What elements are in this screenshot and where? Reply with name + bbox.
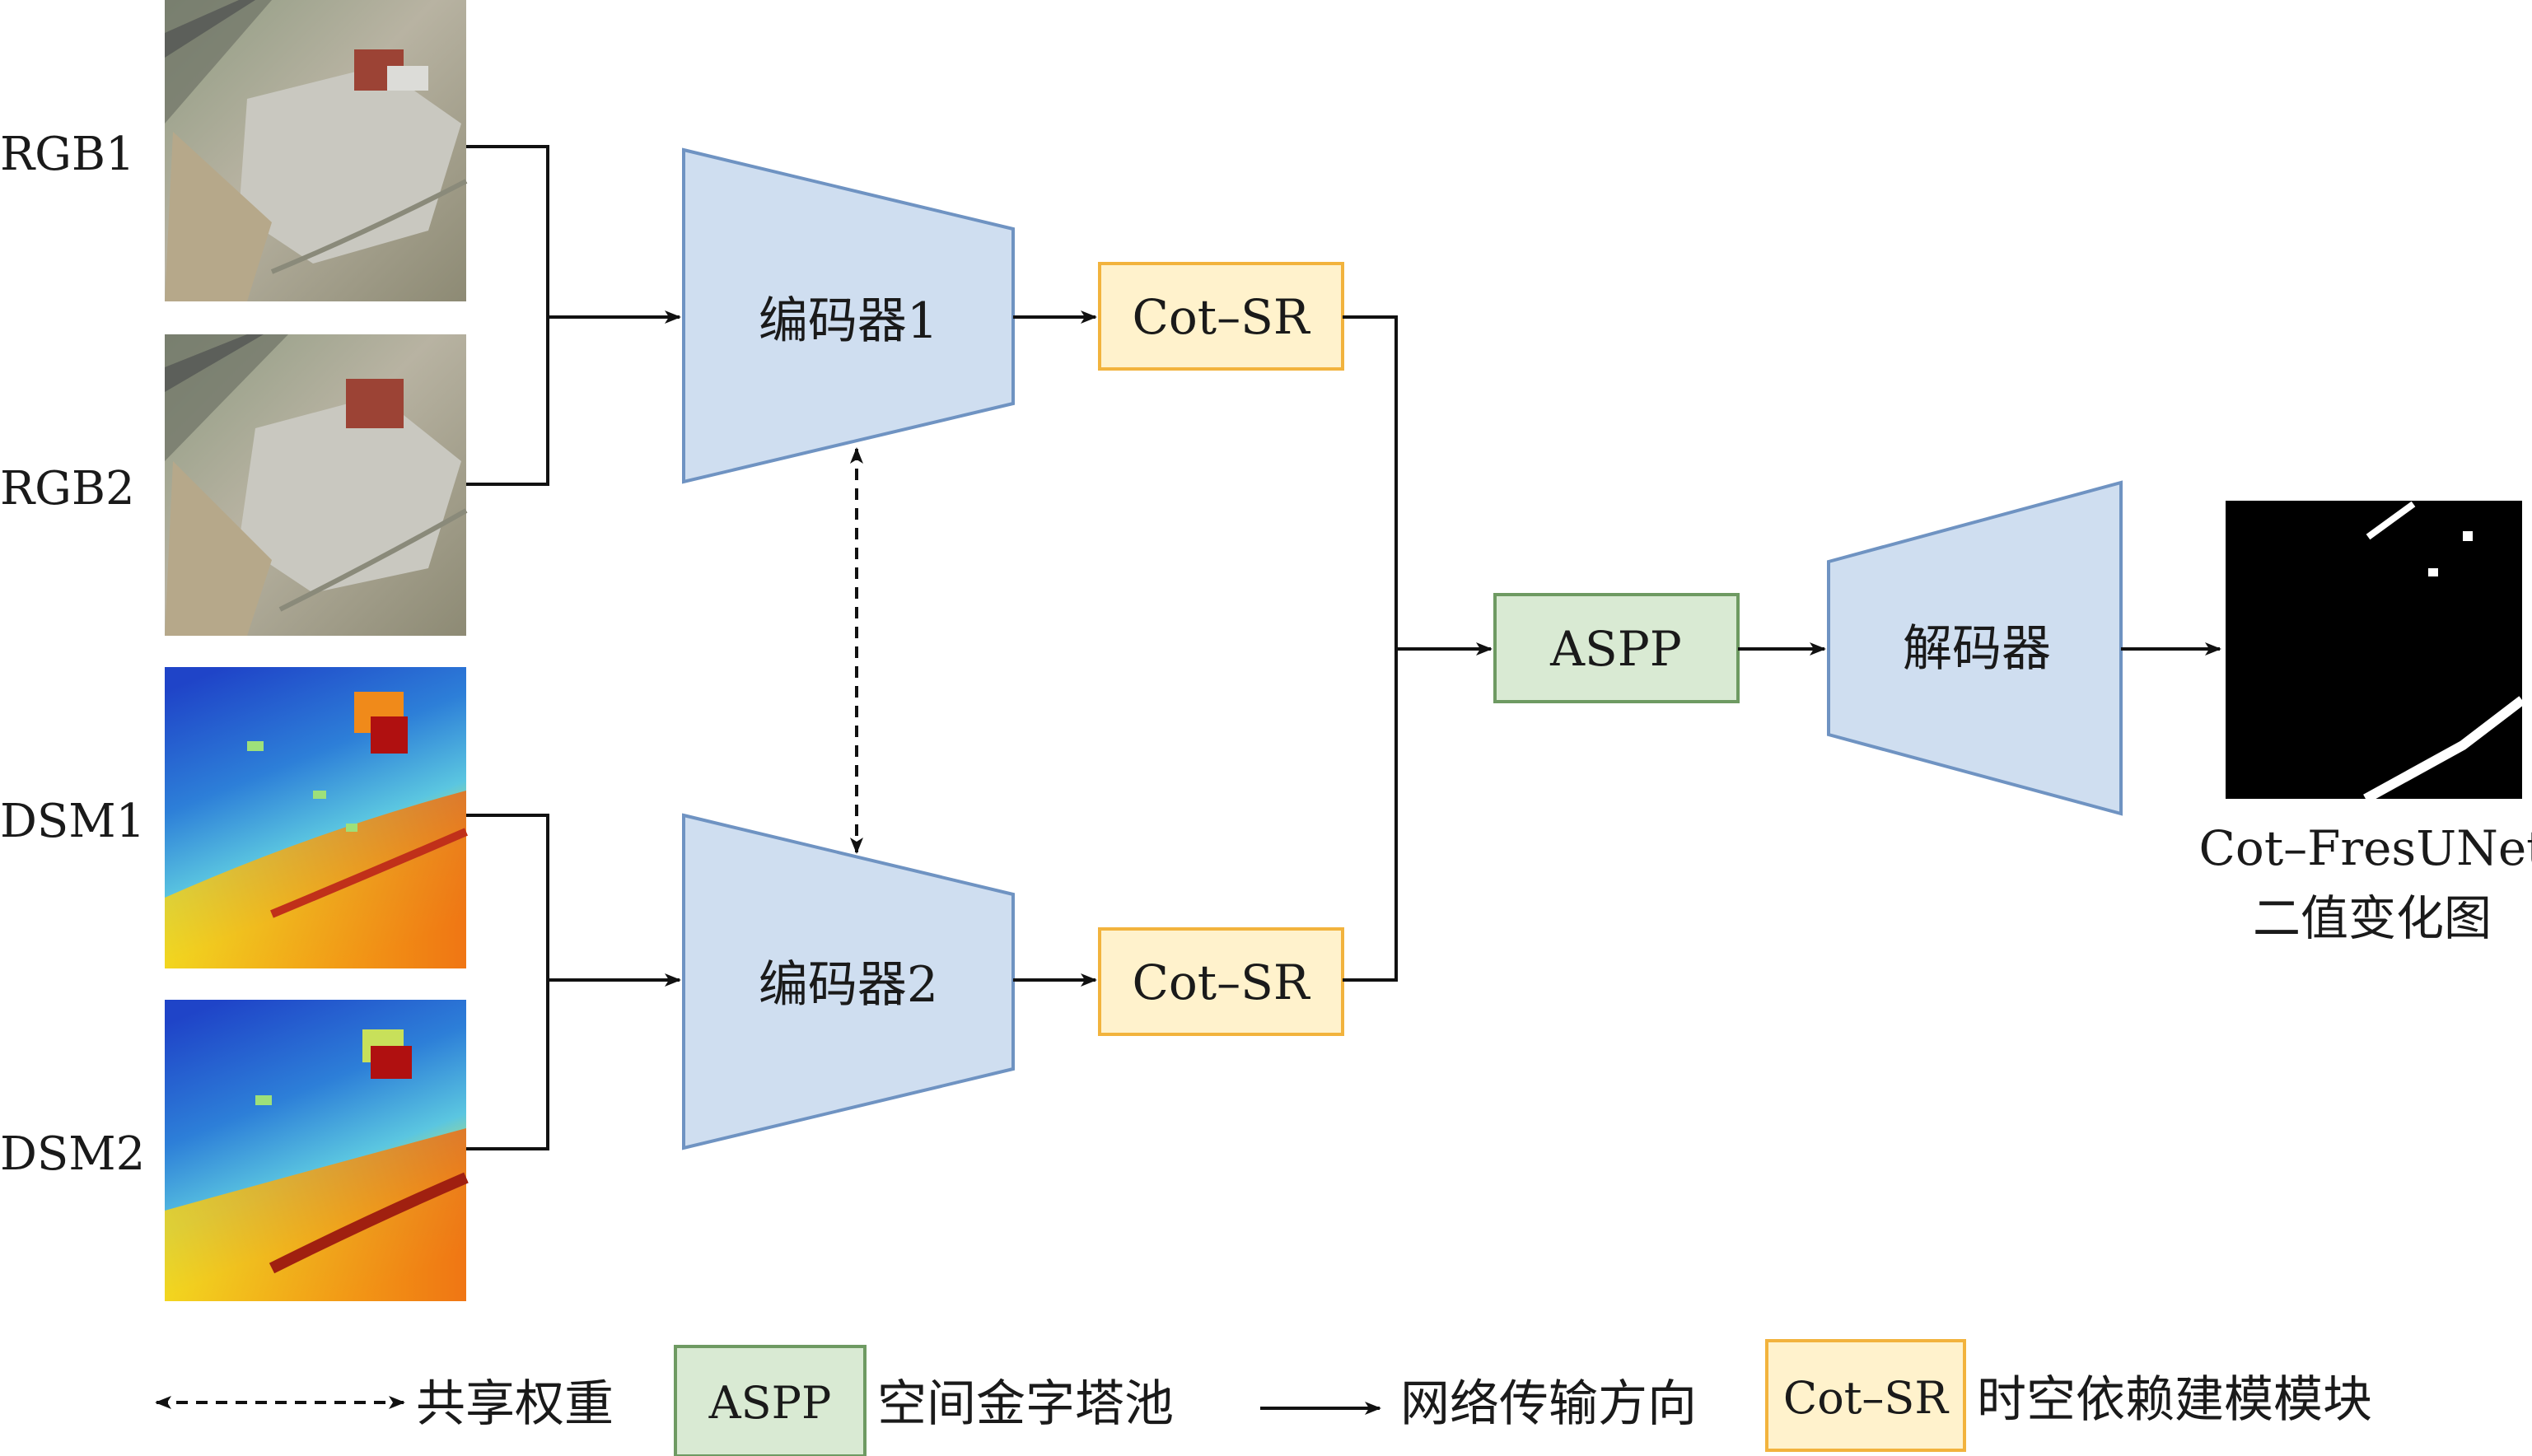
dsm1-label: DSM1 bbox=[0, 795, 145, 848]
legend-shared-weights-label: 共享权重 bbox=[416, 1375, 614, 1433]
legend: 共享权重 ASPP 空间金字塔池 网络传输方向 Cot–SR 时空依赖建模模块 bbox=[155, 1339, 2372, 1456]
decoder-block bbox=[1827, 480, 2123, 816]
dsm1-image bbox=[165, 667, 468, 968]
rgb1-image bbox=[165, 0, 468, 301]
input-connectors bbox=[466, 145, 681, 1150]
aspp-label: ASPP bbox=[1549, 621, 1682, 677]
decoder-label: 解码器 bbox=[1903, 620, 2051, 678]
cotsr-bottom-box bbox=[1098, 927, 1344, 1036]
rgb1-label: RGB1 bbox=[0, 128, 135, 181]
cotsr-top-label: Cot–SR bbox=[1132, 289, 1310, 345]
rgb2-label: RGB2 bbox=[0, 462, 135, 516]
encoder2-label: 编码器2 bbox=[759, 956, 938, 1014]
encoder1-block bbox=[682, 147, 1015, 484]
binary-change-map bbox=[2226, 501, 2525, 804]
legend-aspp-box bbox=[674, 1345, 867, 1456]
cotsr-aspp-connectors bbox=[1343, 315, 1493, 982]
legend-aspp-desc: 空间金字塔池 bbox=[877, 1375, 1174, 1433]
output-subtitle: 二值变化图 bbox=[2253, 890, 2492, 946]
rgb2-image bbox=[165, 334, 468, 636]
cotsr-bottom-label: Cot–SR bbox=[1132, 954, 1310, 1010]
encoder1-label: 编码器1 bbox=[759, 292, 938, 350]
legend-cotsr-box-label: Cot–SR bbox=[1783, 1372, 1950, 1424]
encoder2-block bbox=[682, 813, 1015, 1150]
legend-cotsr-desc: 时空依赖建模模块 bbox=[1977, 1371, 2372, 1429]
legend-aspp-box-label: ASPP bbox=[708, 1377, 832, 1429]
dsm2-label: DSM2 bbox=[0, 1127, 145, 1181]
dsm2-image bbox=[165, 1000, 469, 1301]
output-title: Cot–FresUNet bbox=[2199, 820, 2532, 876]
legend-cotsr-box bbox=[1765, 1339, 1966, 1452]
legend-flow-desc: 网络传输方向 bbox=[1400, 1375, 1697, 1433]
